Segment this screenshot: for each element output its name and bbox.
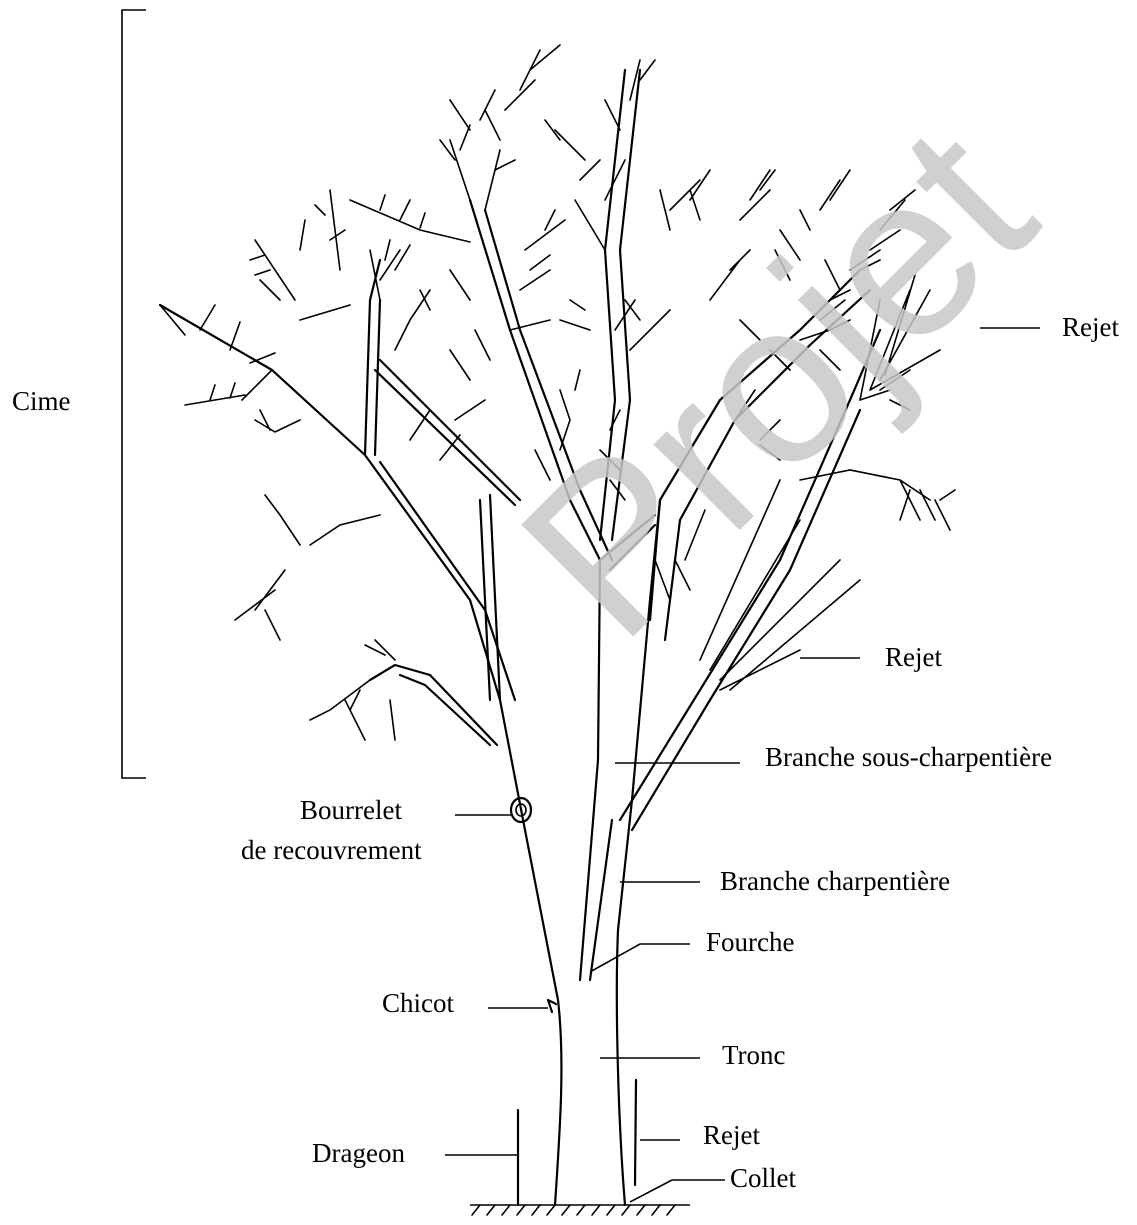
cime-bracket	[122, 10, 146, 778]
ground-line	[470, 1205, 690, 1215]
label-bourrelet-line1: Bourrelet	[300, 795, 402, 825]
label-rejet-top: Rejet	[1062, 312, 1119, 342]
label-branche-charpentiere: Branche charpentière	[720, 866, 950, 896]
label-drageon: Drageon	[312, 1138, 405, 1168]
label-bourrelet-line2: de recouvrement	[241, 835, 422, 865]
chicot-stub	[548, 1000, 556, 1012]
label-cime: Cime	[12, 386, 71, 416]
label-chicot: Chicot	[382, 988, 454, 1018]
label-branche-sous-charpentiere: Branche sous-charpentière	[765, 742, 1052, 772]
label-tronc: Tronc	[722, 1040, 786, 1070]
label-rejet-bottom: Rejet	[703, 1120, 760, 1150]
label-collet: Collet	[730, 1163, 796, 1193]
label-rejet-mid: Rejet	[885, 642, 942, 672]
bottom-rejet-shoot	[635, 1080, 636, 1185]
label-fourche: Fourche	[706, 927, 794, 957]
